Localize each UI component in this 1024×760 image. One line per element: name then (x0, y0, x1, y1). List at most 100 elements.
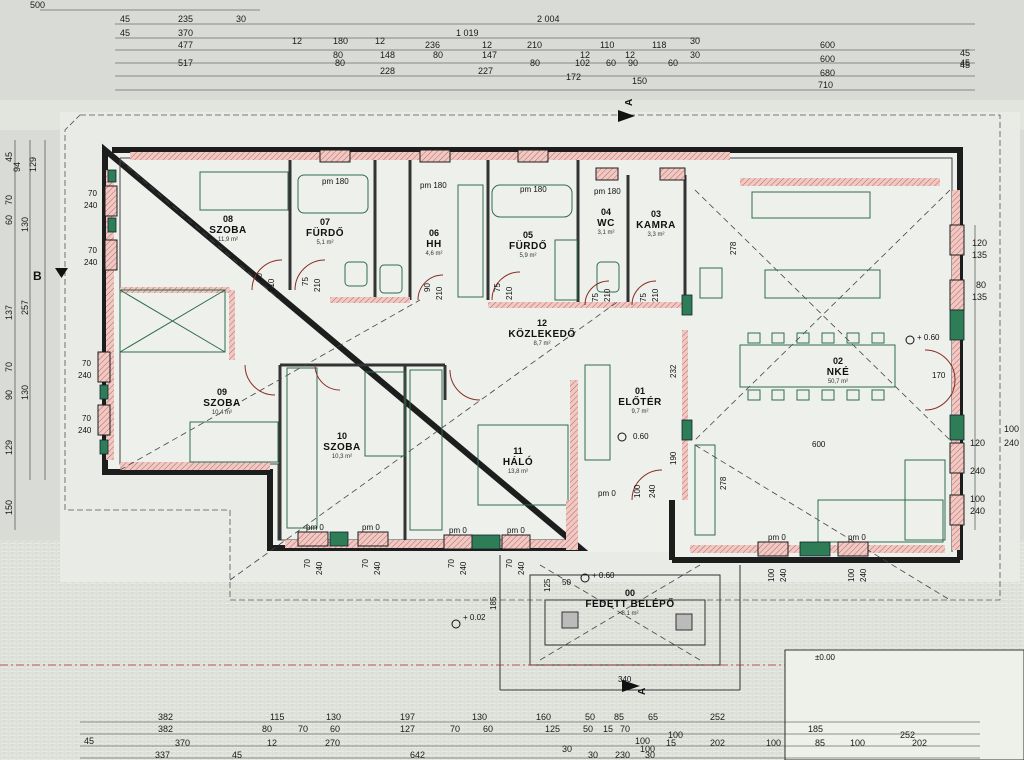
width-75-1: 75 (301, 277, 310, 286)
width-70-l3: 70 (82, 359, 91, 368)
height-125: 125 (543, 578, 552, 592)
pm0-label-1: pm 0 (306, 523, 324, 532)
room-02-area: 50,7 m² (828, 379, 848, 385)
room-10-number: 10 (337, 431, 347, 441)
dim-bot-3h: 15 (666, 738, 676, 748)
partition-hatch-1 (330, 297, 410, 303)
room-04-number: 04 (601, 207, 611, 217)
pm180-label-2: pm 180 (420, 181, 447, 190)
dim-top-2c: 12 (292, 36, 302, 46)
room-09-number: 09 (217, 387, 227, 397)
height-210-5: 210 (603, 288, 612, 302)
dim-bot-2e: 127 (400, 724, 415, 734)
dim-top-2a: 45 (120, 28, 130, 38)
room-07-name: FÜRDŐ (306, 226, 344, 239)
level-markers: + 0.60 + 0.60 0.60 + 0.02 ±0.00 (451, 333, 940, 662)
dim-top-5e: 680 (820, 68, 835, 78)
dim-top-5c: 172 (566, 72, 581, 82)
partition-hatch-4 (570, 380, 578, 500)
width-50: 50 (562, 578, 571, 587)
dim-bot-3f: 30 (562, 744, 572, 754)
dim-top-4f: 102 (575, 58, 590, 68)
section-a-top-arrow (618, 110, 635, 122)
room-05-number: 05 (523, 230, 533, 240)
dim-bot-4d: 30 (588, 750, 598, 760)
room-11-number: 11 (513, 446, 523, 456)
opening-labels: pm 180 pm 180 pm 180 pm 180 pm 0 pm 0 pm… (78, 177, 946, 684)
height-210-4: 210 (505, 286, 514, 300)
dim-right-7: 240 (970, 506, 985, 516)
section-a-top-label: A (624, 98, 635, 106)
dim-top-5a: 228 (380, 66, 395, 76)
dim-top-2f: 1 019 (456, 28, 479, 38)
height-240-b5: 240 (779, 568, 788, 582)
pm180-label-3: pm 180 (520, 185, 547, 194)
dim-bot-4c: 642 (410, 750, 425, 760)
room-06-number: 06 (429, 228, 439, 238)
partition-hatch-5 (682, 330, 688, 500)
wall-hatch-bottom (285, 540, 575, 548)
room-12-name: KÖZLEKEDŐ (508, 327, 575, 340)
height-240-e: 240 (648, 484, 657, 498)
dim-left-10: 130 (20, 385, 30, 400)
room-07-number: 07 (320, 217, 330, 227)
section-markers: A A B (33, 98, 648, 695)
room-06-area: 4,6 m² (425, 251, 442, 257)
section-b-arrow (55, 268, 68, 278)
dim-bot-3i: 202 (710, 738, 725, 748)
dim-bot-2i: 50 (583, 724, 593, 734)
dim-right-4: 120 (970, 438, 985, 448)
dim-bot-3l: 100 (850, 738, 865, 748)
entry-porch (499, 555, 741, 691)
height-210-6: 210 (651, 288, 660, 302)
width-100-b5: 100 (767, 568, 776, 582)
room-03-area: 3,3 m² (647, 232, 664, 238)
room-00-number: 00 (625, 588, 635, 598)
dim-left-4: 60 (4, 215, 14, 225)
room-labels: 08 SZOBA 11,9 m² 07 FÜRDŐ 5,1 m² 06 HH 4… (203, 207, 849, 617)
dim-bot-1d: 197 (400, 712, 415, 722)
dim-top-6a: 710 (818, 80, 833, 90)
dim-left-5: 130 (20, 217, 30, 232)
dim-right-9: 240 (1004, 438, 1019, 448)
exterior-wall (102, 143, 963, 563)
room-07-area: 5,1 m² (316, 240, 333, 246)
dim-top-3j: 118 (652, 40, 666, 50)
dim-bot-3j: 100 (766, 738, 781, 748)
dim-bot-1j: 252 (710, 712, 725, 722)
dim-bot-3k: 85 (815, 738, 825, 748)
width-70-b1: 70 (303, 559, 312, 568)
room-06-name: HH (426, 239, 441, 250)
hatched-step (566, 500, 578, 550)
furniture (119, 171, 946, 543)
terrace-outline (64, 114, 1001, 601)
room-08-number: 08 (223, 214, 233, 224)
dim-right-8: 100 (1004, 424, 1019, 434)
width-100-e: 100 (633, 484, 642, 498)
height-210-3: 210 (435, 286, 444, 300)
height-210-2: 210 (313, 278, 322, 292)
room-01-name: ELŐTÉR (618, 395, 662, 408)
room-10-area: 10,3 m² (332, 454, 352, 460)
room-11-area: 13,8 m² (508, 469, 528, 475)
dim-top-2d: 180 (333, 36, 348, 46)
dim-bot-1e: 130 (472, 712, 487, 722)
room-01-area: 9,7 m² (631, 409, 648, 415)
dim-top-3i: 12 (625, 50, 635, 60)
height-185: 185 (489, 596, 498, 610)
dim-top-3h: 110 (600, 40, 614, 50)
room-09-name: SZOBA (203, 398, 241, 409)
width-75-2: 75 (493, 283, 502, 292)
width-90-1: 90 (255, 273, 264, 282)
dim-bot-1b: 115 (270, 712, 284, 722)
dimension-lines (14, 9, 980, 759)
dim-bot-2h: 125 (545, 724, 560, 734)
dim-top-1a: 45 (120, 14, 130, 24)
height-190: 190 (669, 451, 678, 465)
wall-hatch-right (952, 190, 960, 550)
dim-bot-2l: 100 (668, 730, 683, 740)
dim-bot-2g: 60 (483, 724, 493, 734)
dim-bot-3c: 12 (267, 738, 277, 748)
height-240-b4: 240 (517, 561, 526, 575)
level-002: + 0.02 (463, 613, 486, 622)
